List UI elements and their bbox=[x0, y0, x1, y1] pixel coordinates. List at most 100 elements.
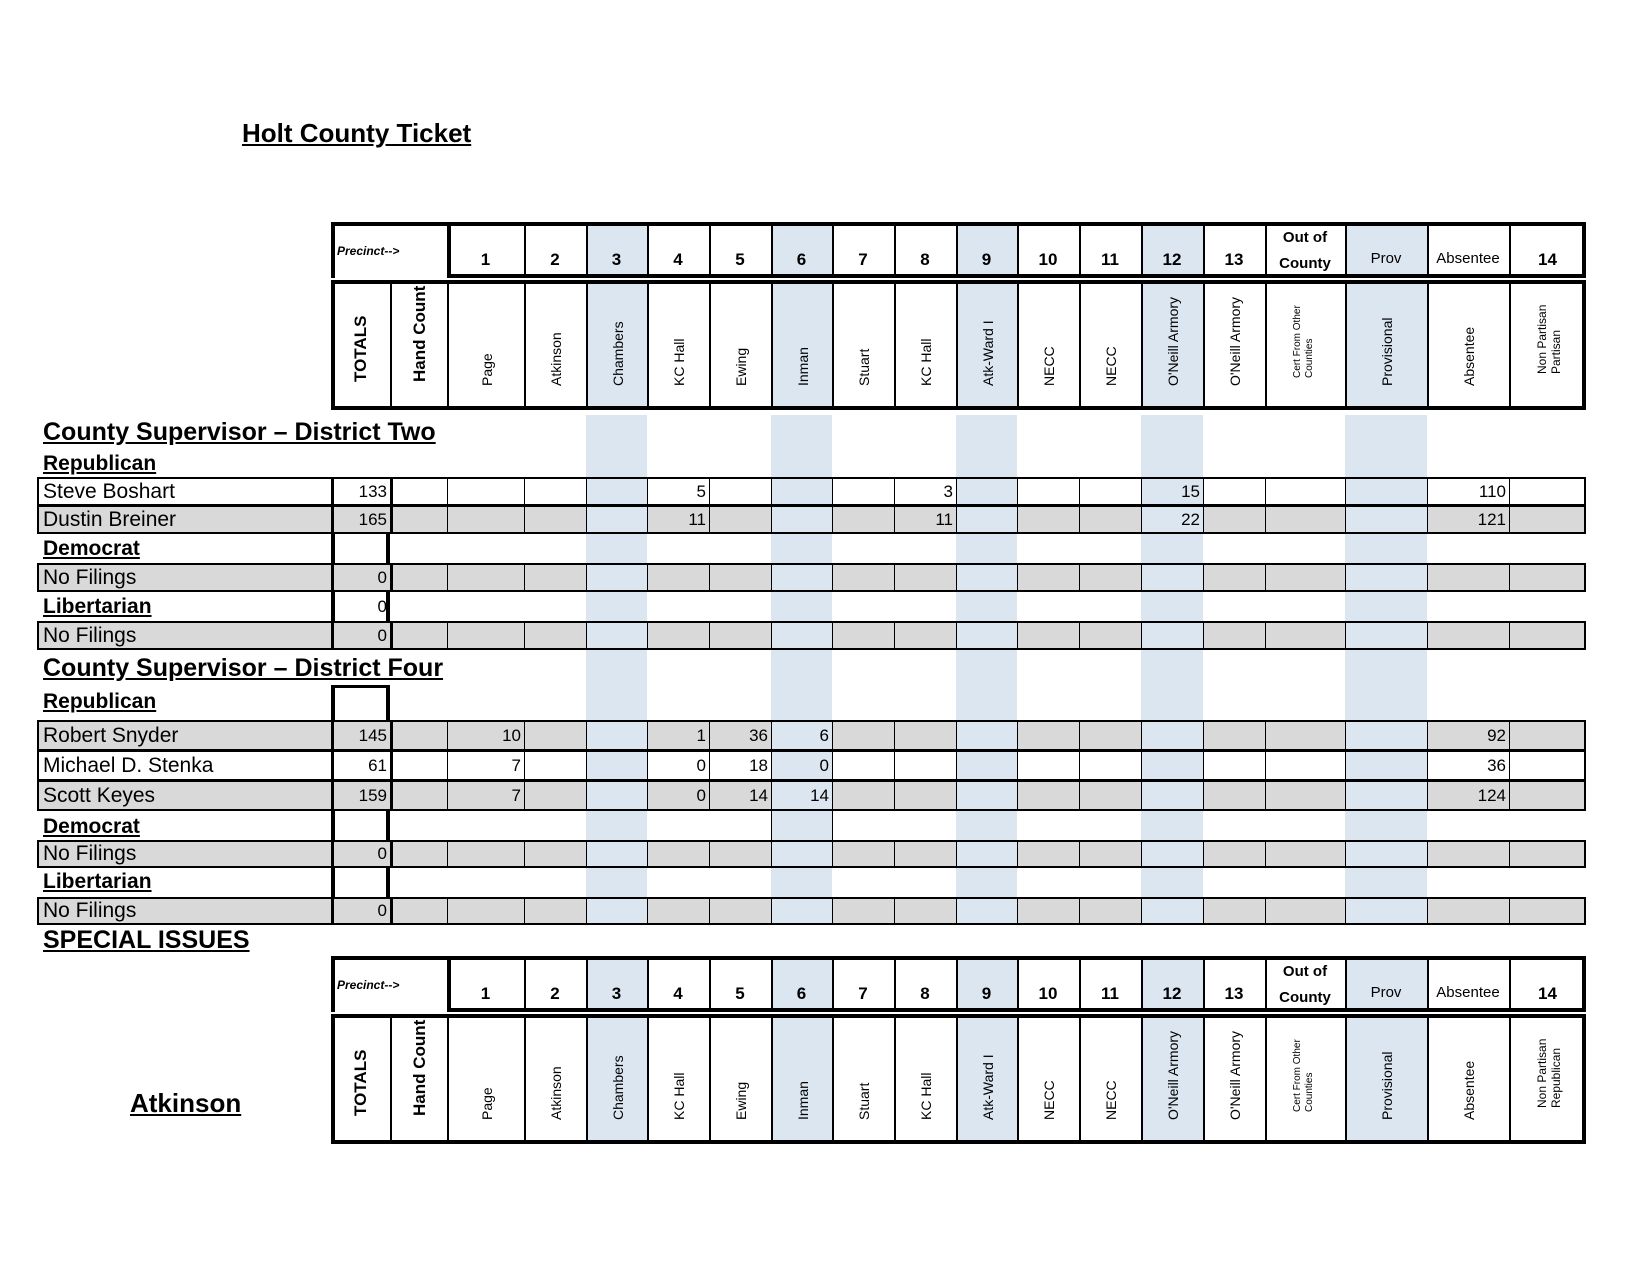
cell-divider bbox=[1427, 720, 1428, 751]
cell-divider bbox=[956, 750, 957, 781]
totals-divider bbox=[331, 534, 390, 564]
precinct-number bbox=[956, 226, 1017, 274]
cell-divider bbox=[956, 897, 957, 925]
precinct-number-label: 5 bbox=[735, 984, 745, 1003]
total-value: 0 bbox=[377, 597, 387, 616]
precinct-number bbox=[1203, 960, 1265, 1008]
precinct-number bbox=[647, 960, 709, 1008]
precinct-number-label: 11 bbox=[1101, 250, 1119, 269]
precinct-name-label: NECC bbox=[1103, 346, 1119, 386]
precinct-name-label: TOTALS bbox=[350, 1049, 370, 1116]
precinct-name-header: Page bbox=[447, 284, 524, 406]
column-shade bbox=[771, 479, 832, 504]
column-shade bbox=[956, 899, 1017, 923]
cell-divider bbox=[1203, 477, 1204, 506]
precinct-number bbox=[647, 226, 709, 274]
column-shade bbox=[956, 752, 1017, 779]
precinct-value: 0 bbox=[819, 755, 829, 775]
precinct-number bbox=[771, 226, 832, 274]
precinct-number-label: 14 bbox=[1538, 250, 1557, 269]
cell-divider bbox=[586, 840, 587, 868]
cell-divider bbox=[956, 780, 957, 811]
column-shade bbox=[771, 565, 832, 590]
cell-divider bbox=[832, 840, 833, 868]
column-shade bbox=[586, 722, 647, 749]
cell-divider bbox=[586, 897, 587, 925]
precinct-name-label: Cert From Other Counties bbox=[1292, 305, 1315, 378]
precinct-number bbox=[894, 226, 956, 274]
column-shade bbox=[1141, 565, 1203, 590]
cell-divider bbox=[1141, 840, 1142, 868]
precinct-number bbox=[709, 960, 771, 1008]
candidate-name: No Filings bbox=[43, 623, 137, 647]
cell-divider bbox=[1427, 477, 1428, 506]
cell-divider bbox=[1079, 750, 1080, 781]
precinct-name-label: KC Hall bbox=[671, 338, 687, 386]
precinct-number bbox=[1427, 226, 1509, 274]
cell-divider bbox=[1017, 621, 1018, 650]
candidate-name: No Filings bbox=[43, 842, 137, 865]
column-shade bbox=[586, 507, 647, 532]
column-shade bbox=[956, 507, 1017, 532]
precinct-value: 0 bbox=[696, 785, 706, 805]
precinct-name-label: Hand Count bbox=[409, 285, 429, 382]
precinct-name-header: Non Partisan Republican bbox=[1509, 1018, 1586, 1140]
precinct-name-label: Hand Count bbox=[409, 1019, 429, 1116]
precinct-number-label: 2 bbox=[550, 250, 560, 269]
precinct-value: 110 bbox=[1478, 481, 1506, 501]
precinct-value: 22 bbox=[1181, 509, 1200, 529]
total-value: 133 bbox=[358, 481, 387, 501]
cell-divider bbox=[586, 477, 587, 506]
cell-divider bbox=[1509, 720, 1510, 751]
cell-divider bbox=[1203, 897, 1204, 925]
hand-count-header: Hand Count bbox=[390, 1018, 447, 1140]
total-value: 0 bbox=[377, 567, 387, 587]
precinct-name-header: Inman bbox=[771, 284, 832, 406]
precinct-number-label: 1 bbox=[480, 984, 491, 1003]
totals-box bbox=[331, 685, 390, 720]
precinct-number-label: Absentee bbox=[1436, 984, 1500, 1001]
cell-divider bbox=[1345, 840, 1346, 868]
cell-divider bbox=[647, 750, 648, 781]
precinct-name-header: Page bbox=[447, 1018, 524, 1140]
cell-divider bbox=[1265, 750, 1266, 781]
precinct-number bbox=[1203, 226, 1265, 274]
precinct-name-label: Stuart bbox=[856, 1082, 872, 1120]
precinct-name-header: Absentee bbox=[1427, 1018, 1509, 1140]
cell-divider bbox=[586, 720, 587, 751]
atkinson-label: Atkinson bbox=[130, 1088, 242, 1118]
column-shade bbox=[1345, 782, 1427, 809]
cell-divider bbox=[647, 840, 648, 868]
precinct-number bbox=[771, 960, 832, 1008]
precinct-name-label: O'Neill Armory bbox=[1165, 296, 1181, 386]
party-label: Republican bbox=[43, 690, 157, 713]
cell-divider bbox=[1141, 477, 1142, 506]
precinct-value: 124 bbox=[1477, 785, 1506, 805]
cell-divider bbox=[956, 505, 957, 534]
precinct-name-label: Absentee bbox=[1461, 326, 1477, 386]
precinct-label-box bbox=[331, 956, 447, 1012]
precinct-name-header: Atkinson bbox=[524, 284, 586, 406]
total-value: 0 bbox=[377, 844, 387, 863]
precinct-number-label: 9 bbox=[981, 250, 992, 269]
cell-divider bbox=[1427, 897, 1428, 925]
precinct-number-label: Out of County bbox=[1279, 963, 1331, 1006]
cell-divider bbox=[1265, 621, 1266, 650]
cell-divider bbox=[647, 897, 648, 925]
cell-divider bbox=[1017, 750, 1018, 781]
precinct-name-header: Inman bbox=[771, 1018, 832, 1140]
column-shade bbox=[956, 782, 1017, 809]
precinct-name-header: Cert From Other Counties bbox=[1265, 284, 1345, 406]
totals-divider bbox=[331, 592, 390, 621]
cell-divider bbox=[1203, 621, 1204, 650]
precinct-name-label: Absentee bbox=[1461, 1060, 1477, 1120]
cell-divider bbox=[390, 720, 393, 751]
total-value: 61 bbox=[368, 755, 387, 775]
precinct-number bbox=[1427, 960, 1509, 1008]
precinct-number-label: 9 bbox=[981, 984, 992, 1003]
cell-divider bbox=[524, 477, 525, 506]
cell-divider bbox=[331, 720, 334, 751]
cell-divider bbox=[771, 811, 772, 841]
cell-divider bbox=[1017, 840, 1018, 868]
cell-divider bbox=[524, 780, 525, 811]
